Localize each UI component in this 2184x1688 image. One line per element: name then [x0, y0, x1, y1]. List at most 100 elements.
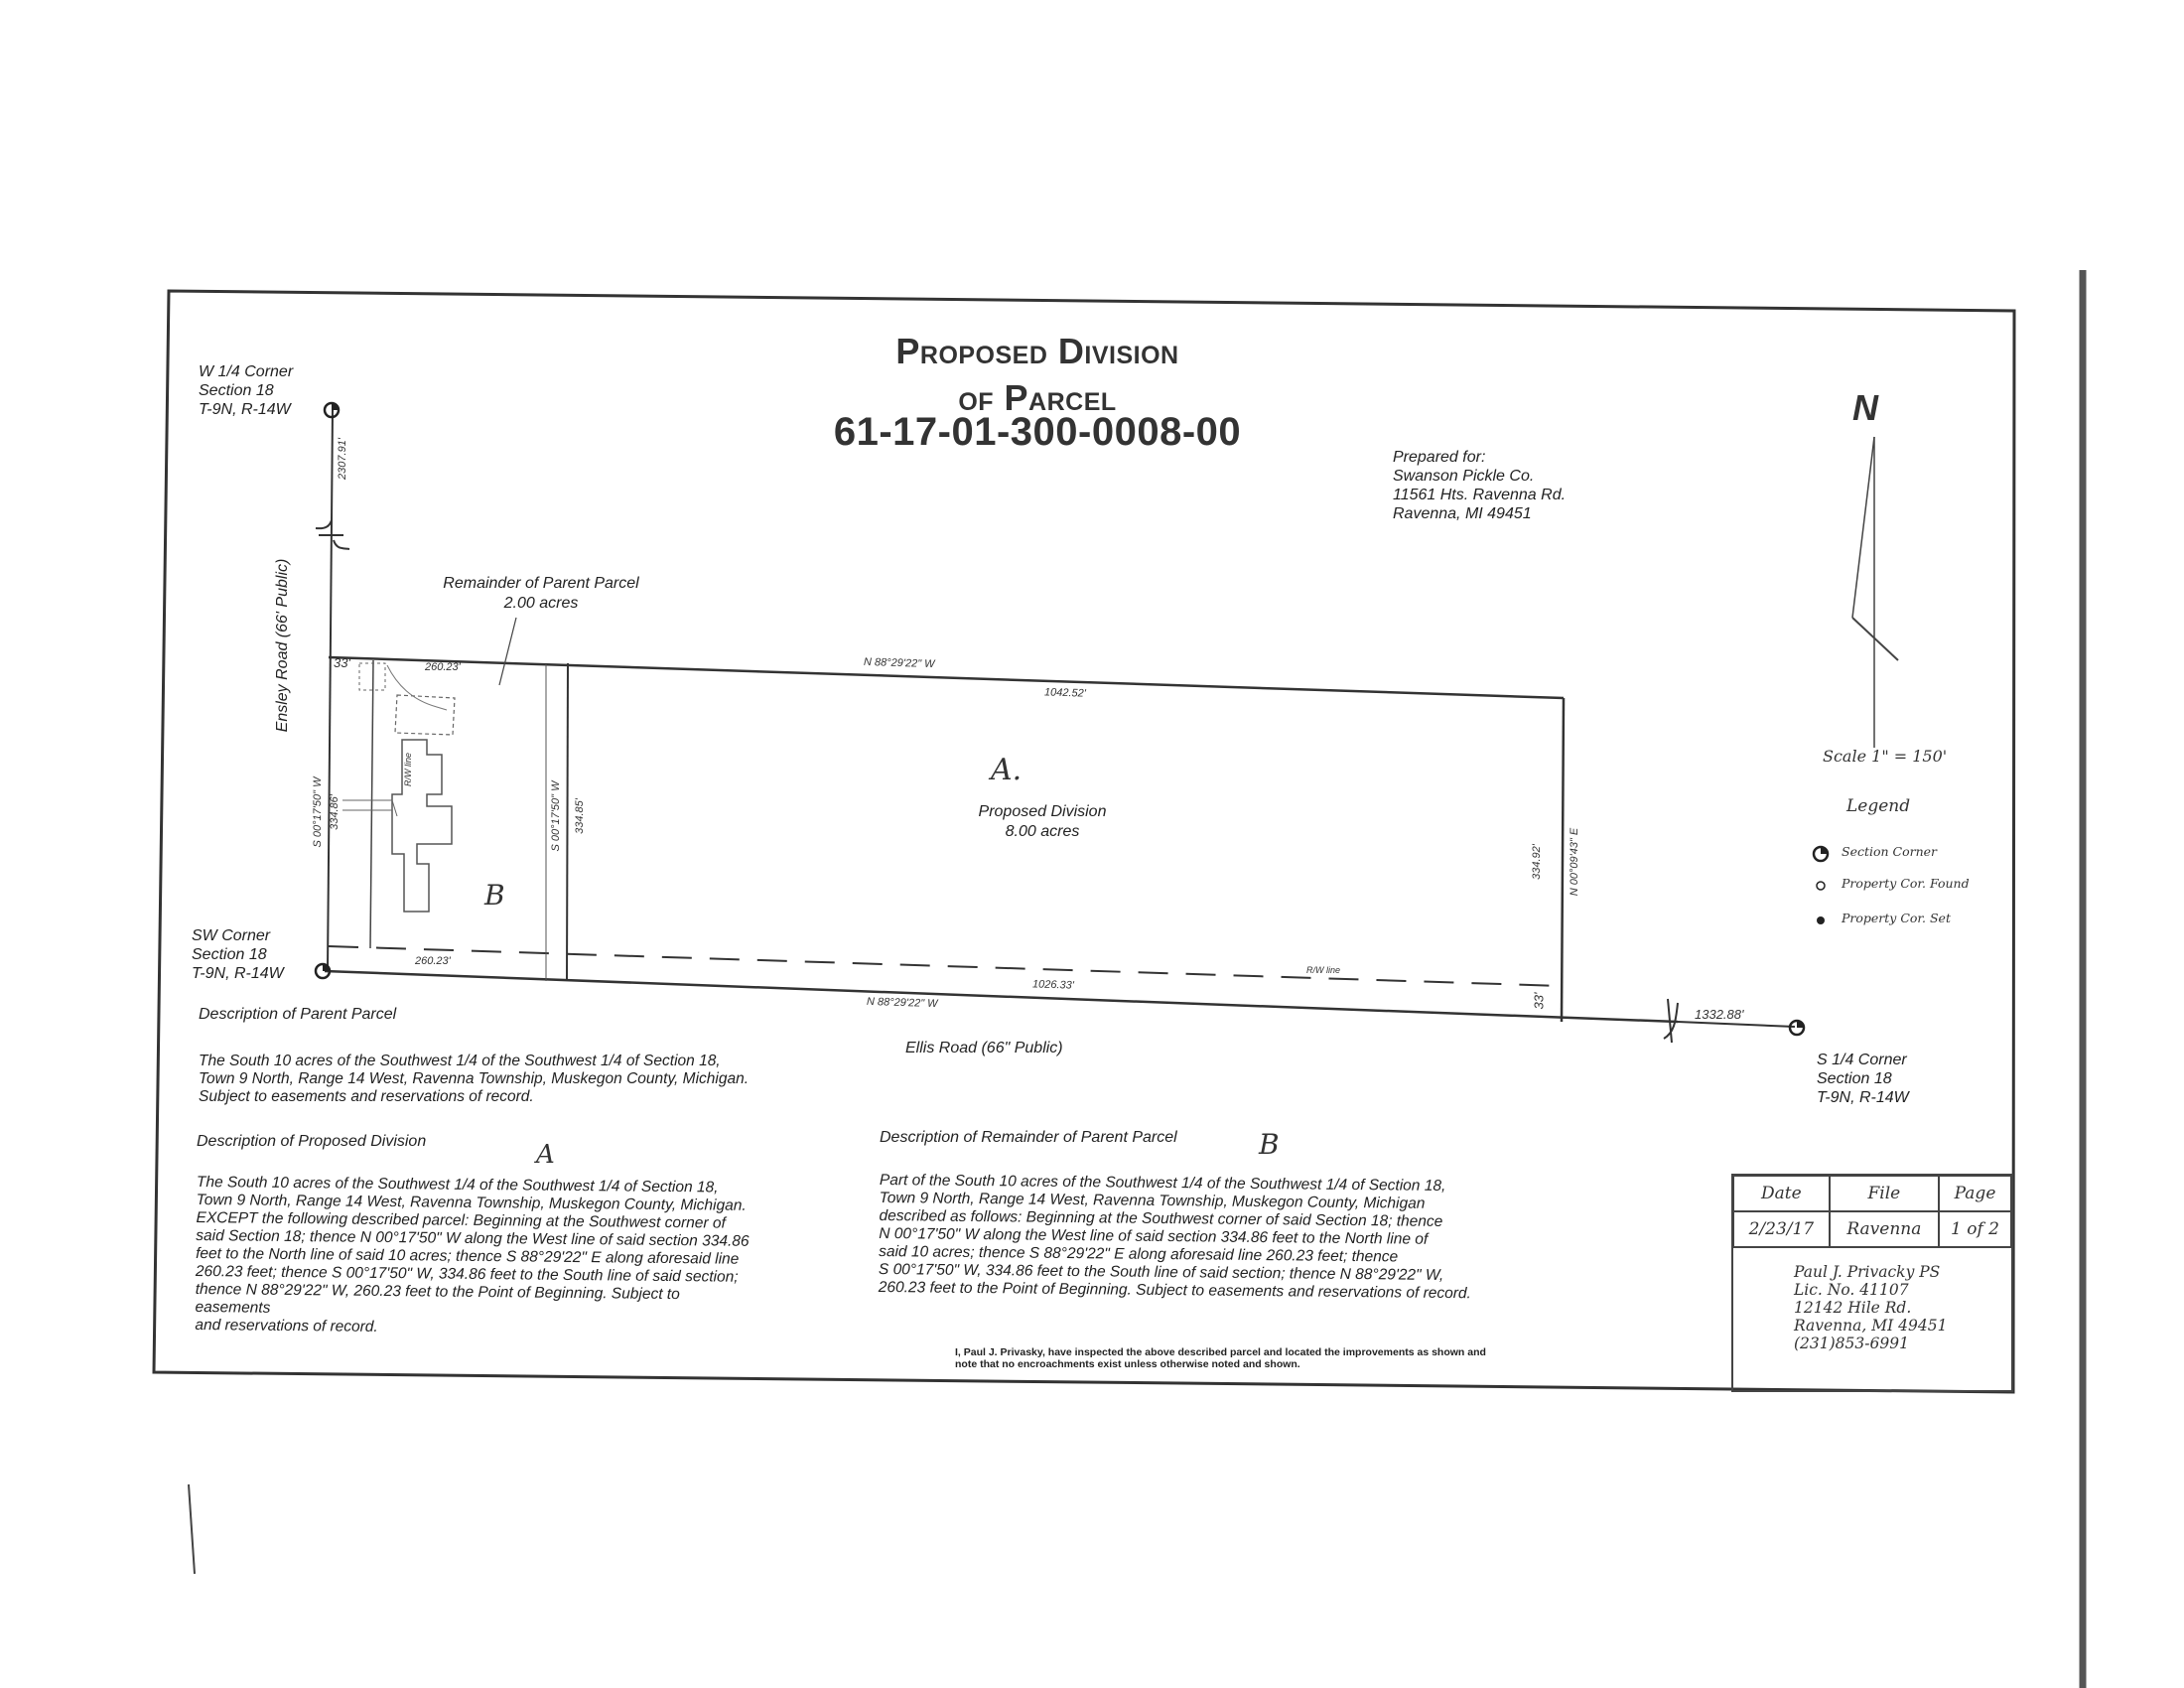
- south-line-bearing: N 88°29'22" W: [866, 995, 938, 1011]
- remainder-leader: [498, 617, 517, 686]
- remainder-label-text: Remainder of Parent Parcel: [443, 575, 639, 592]
- legend-found-icon: [1816, 881, 1826, 891]
- north-division-dim: 1042.52': [1043, 686, 1087, 700]
- east-length: 334.92': [1531, 844, 1543, 880]
- division-description: The South 10 acres of the Southwest 1/4 …: [195, 1174, 750, 1340]
- parent-line: Town 9 North, Range 14 West, Ravenna Tow…: [199, 1070, 750, 1087]
- corner-label-line: T-9N, R-14W: [199, 401, 291, 418]
- parent-line: Subject to easements and reservations of…: [199, 1088, 534, 1105]
- s-quarter-corner-label: S 1/4 Corner Section 18 T-9N, R-14W: [1817, 1051, 1909, 1107]
- corner-label-line: SW Corner: [192, 927, 271, 944]
- west-length: 334.86': [329, 794, 341, 830]
- surveyor-line: 12142 Hile Rd.: [1794, 1299, 1912, 1317]
- setback-se: 33': [1531, 992, 1547, 1010]
- break-symbol-west: [315, 519, 350, 550]
- title-line1: Proposed Division: [895, 331, 1179, 371]
- w-quarter-corner-label: W 1/4 Corner Section 18 T-9N, R-14W: [199, 362, 293, 419]
- client-name: Swanson Pickle Co.: [1393, 468, 1535, 485]
- title-block-frame: [1731, 1174, 2013, 1392]
- south-row-line: [328, 945, 1563, 987]
- north-remainder-dim: 260.23': [425, 661, 461, 673]
- west-row-line: [369, 659, 374, 949]
- certification-line: note that no encroachments exist unless …: [955, 1358, 1300, 1370]
- surveyor-line: (231)853-6991: [1794, 1335, 1909, 1352]
- division-line: [566, 662, 569, 982]
- surveyor-line: Paul J. Privacky PS: [1794, 1263, 1941, 1281]
- dim-to-w-quarter: 2307.91': [337, 438, 348, 480]
- north-line-bearing: N 88°29'22" W: [863, 655, 935, 671]
- remainder-heading: Description of Remainder of Parent Parce…: [880, 1129, 1177, 1146]
- w-quarter-corner-icon: [323, 401, 341, 419]
- legend-item-section-corner: Section Corner: [1842, 844, 1938, 859]
- mid-bearing: S 00°17'50" W: [550, 780, 562, 852]
- remainder-heading-mark: B: [1259, 1128, 1280, 1161]
- surveyor-line: Ravenna, MI 49451: [1794, 1317, 1948, 1335]
- margin-mark: [188, 1483, 196, 1575]
- title-block-table: Date File Page 2/23/17 Ravenna 1 of 2: [1732, 1175, 2012, 1248]
- south-section-line-east: [1677, 1021, 1796, 1028]
- legend-item-set: Property Cor. Set: [1842, 911, 1951, 925]
- date-header: Date: [1732, 1175, 1831, 1212]
- division-label: Proposed Division 8.00 acres: [943, 802, 1142, 842]
- parent-line: The South 10 acres of the Southwest 1/4 …: [199, 1053, 721, 1069]
- north-parcel-line: [328, 655, 1565, 700]
- east-parcel-line: [1560, 697, 1566, 1023]
- division-mark: A.: [991, 753, 1023, 787]
- prepared-for-label: Prepared for:: [1393, 449, 1486, 466]
- corner-label-line: Section 18: [1817, 1070, 1892, 1087]
- client-address1: 11561 Hts. Ravenna Rd.: [1393, 487, 1567, 503]
- corner-label-line: Section 18: [192, 946, 267, 963]
- legend-section-corner-icon: [1812, 845, 1830, 863]
- west-bearing: S 00°17'50" W: [312, 776, 324, 848]
- legend-set-icon: [1817, 916, 1825, 924]
- legend-title: Legend: [1846, 796, 1911, 816]
- certification-line: I, Paul J. Privasky, have inspected the …: [955, 1346, 1486, 1358]
- dim-to-s-quarter: 1332.88': [1695, 1007, 1744, 1022]
- division-heading-mark: A: [536, 1140, 555, 1170]
- s-quarter-corner-icon: [1788, 1019, 1806, 1037]
- parcel-number: 61-17-01-300-0008-00: [833, 410, 1242, 454]
- sw-corner-icon: [314, 962, 332, 980]
- corner-label-line: S 1/4 Corner: [1817, 1052, 1907, 1068]
- certification: I, Paul J. Privasky, have inspected the …: [955, 1346, 1486, 1370]
- remainder-mark: B: [484, 879, 505, 912]
- corner-label-line: T-9N, R-14W: [192, 965, 284, 982]
- ellis-road-label: Ellis Road (66" Public): [905, 1040, 1063, 1056]
- row-line-west-label: R/W line: [403, 752, 414, 787]
- north-label: N: [1852, 387, 1878, 428]
- division-heading: Description of Proposed Division: [197, 1133, 427, 1150]
- sw-corner-label: SW Corner Section 18 T-9N, R-14W: [192, 926, 284, 983]
- corner-label-line: W 1/4 Corner: [199, 363, 294, 380]
- remainder-label: Remainder of Parent Parcel 2.00 acres: [422, 574, 660, 614]
- prepared-for-block: Prepared for: Swanson Pickle Co. 11561 H…: [1393, 448, 1566, 523]
- break-symbol-south: [1663, 998, 1679, 1044]
- parent-heading: Description of Parent Parcel: [199, 1006, 397, 1023]
- legend-item-found: Property Cor. Found: [1842, 876, 1970, 891]
- remainder-area: 2.00 acres: [503, 595, 579, 612]
- page-header: Page: [1938, 1175, 2012, 1212]
- file-header: File: [1828, 1175, 1941, 1212]
- west-section-line: [327, 409, 334, 971]
- client-address2: Ravenna, MI 49451: [1393, 505, 1532, 522]
- east-bearing: N 00°09'43" E: [1569, 827, 1580, 897]
- remainder-description: Part of the South 10 acres of the Southw…: [879, 1172, 1472, 1303]
- corner-label-line: Section 18: [199, 382, 274, 399]
- setback-nw: 33': [334, 655, 350, 670]
- scale-label: Scale 1" = 150': [1823, 747, 1948, 766]
- date-value: 2/23/17: [1732, 1210, 1831, 1248]
- corner-label-line: T-9N, R-14W: [1817, 1089, 1909, 1106]
- row-line-label: R/W line: [1306, 965, 1341, 975]
- north-arrow-icon: [1851, 436, 1899, 748]
- mid-length: 334.85': [574, 798, 586, 834]
- file-value: Ravenna: [1828, 1210, 1941, 1248]
- surveyor-stamp: Paul J. Privacky PS Lic. No. 41107 12142…: [1794, 1263, 1948, 1352]
- south-section-line: [324, 969, 1679, 1024]
- south-division-dim: 1026.33': [1031, 978, 1075, 992]
- ensley-road-label: Ensley Road (66' Public): [274, 558, 291, 733]
- surveyor-line: Lic. No. 41107: [1794, 1281, 1909, 1299]
- parent-description: The South 10 acres of the Southwest 1/4 …: [199, 1053, 749, 1106]
- page-value: 1 of 2: [1938, 1210, 2012, 1248]
- division-area: 8.00 acres: [1005, 823, 1080, 840]
